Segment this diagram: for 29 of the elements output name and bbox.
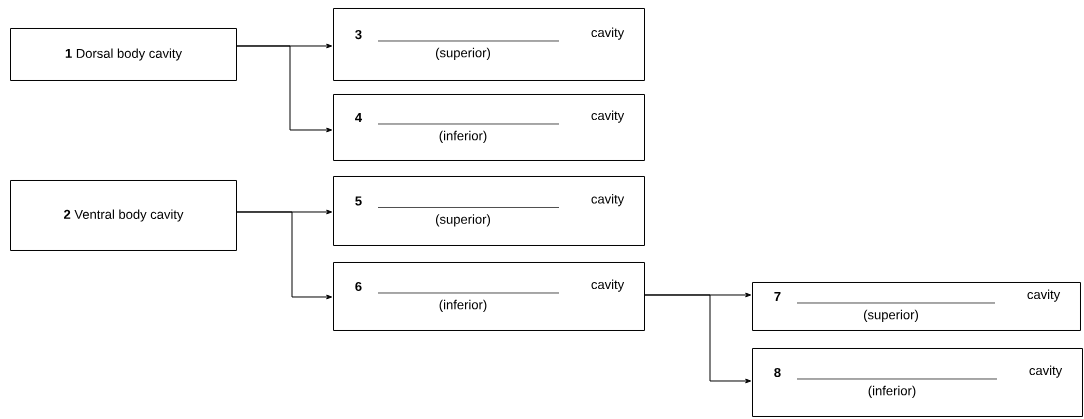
callout-number: 5 xyxy=(355,196,362,206)
arrow xyxy=(235,45,333,133)
answer-box xyxy=(333,94,645,161)
label: cavity xyxy=(591,194,625,207)
answer-box xyxy=(752,348,1083,417)
callout-number: 7 xyxy=(774,292,781,301)
callout-number: 3 xyxy=(355,29,362,40)
label: (inferior) xyxy=(439,299,487,312)
arrow xyxy=(235,211,333,300)
label: cavity xyxy=(591,279,625,292)
label: (inferior) xyxy=(868,385,916,398)
callout-number: 8 xyxy=(774,367,781,378)
label: cavity xyxy=(591,110,625,123)
answer-box xyxy=(333,8,645,81)
label: cavity xyxy=(1027,289,1061,302)
label: cavity xyxy=(591,27,625,40)
label: (superior) xyxy=(436,214,490,227)
label: (superior) xyxy=(864,309,918,322)
callout-number: 6 xyxy=(355,281,362,292)
answer-box xyxy=(333,262,645,331)
arrow xyxy=(643,294,752,384)
callout-number: 4 xyxy=(355,113,362,122)
answer-box xyxy=(333,176,645,246)
label: (inferior) xyxy=(439,130,487,143)
label-box: 2 Ventral body cavity xyxy=(10,180,237,251)
answer-box xyxy=(752,282,1081,331)
label-box: 1 Dorsal body cavity xyxy=(10,28,237,81)
label: cavity xyxy=(1029,365,1063,378)
label: (superior) xyxy=(436,47,490,60)
